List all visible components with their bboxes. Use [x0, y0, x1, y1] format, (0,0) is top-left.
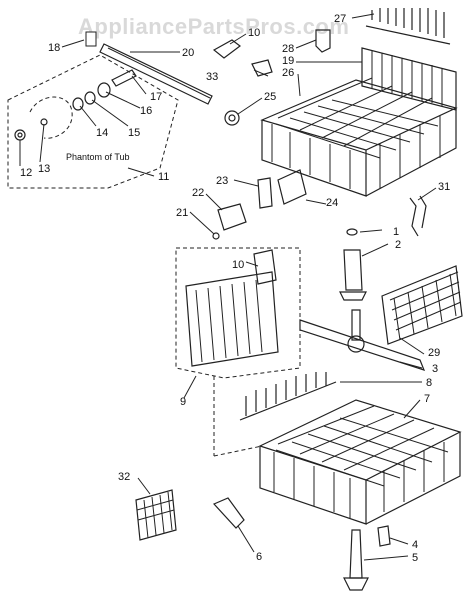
- hose-phantom: [29, 96, 73, 139]
- callout-3: 3: [432, 363, 438, 375]
- part-18: [85, 31, 97, 47]
- callout-6: 6: [256, 551, 262, 563]
- part-32-basket: [135, 489, 177, 541]
- part-28: [315, 29, 331, 53]
- part-20: [99, 43, 213, 105]
- part-27-tines: [365, 8, 451, 45]
- part-17: [111, 69, 137, 87]
- part-5: [349, 529, 363, 579]
- part-4: [377, 525, 391, 547]
- part-1: [346, 228, 358, 236]
- callout-21: 21: [176, 207, 188, 219]
- callout-13: 13: [38, 163, 50, 175]
- part-7-lower-rack: [258, 399, 462, 525]
- callout-1: 1: [393, 226, 399, 238]
- callout-10-basket: 10: [232, 259, 244, 271]
- part-10-top: [212, 39, 241, 59]
- part-33: [251, 59, 273, 77]
- callout-16: 16: [140, 105, 152, 117]
- callout-23: 23: [216, 175, 228, 187]
- callout-29: 29: [428, 347, 440, 359]
- part-19-rack: [361, 47, 457, 111]
- part-6: [212, 497, 245, 529]
- callout-18: 18: [48, 42, 60, 54]
- part-3: [299, 319, 426, 371]
- part-22: [217, 203, 247, 231]
- callout-14: 14: [96, 127, 108, 139]
- callout-2: 2: [395, 239, 401, 251]
- callout-24: 24: [326, 197, 338, 209]
- part-12: [14, 129, 26, 141]
- callout-25: 25: [264, 91, 276, 103]
- callout-8: 8: [426, 377, 432, 389]
- callout-26: 26: [282, 67, 294, 79]
- part-24: [277, 169, 307, 205]
- part-25: [224, 110, 240, 126]
- callout-12: 12: [20, 167, 32, 179]
- tub-label: Phantom of Tub: [66, 152, 130, 162]
- tub-phantom-outline: [7, 54, 179, 189]
- callout-20: 20: [182, 47, 194, 59]
- callouts: 1 2 3 4 5 6 7 8 9 10 10 11 12 13 14 15 1…: [20, 13, 450, 564]
- callout-19: 19: [282, 55, 294, 67]
- callout-15: 15: [128, 127, 140, 139]
- callout-28: 28: [282, 43, 294, 55]
- callout-10-top: 10: [248, 27, 260, 39]
- callout-27: 27: [334, 13, 346, 25]
- part-21: [212, 232, 220, 240]
- part-2: [343, 249, 363, 291]
- callout-7: 7: [424, 393, 430, 405]
- leader-lines: [19, 13, 437, 561]
- part-15: [84, 91, 96, 105]
- callout-4: 4: [412, 539, 418, 551]
- part-16: [97, 82, 111, 98]
- part-26-upper-rack: [260, 77, 458, 197]
- callout-17: 17: [150, 91, 162, 103]
- callout-33: 33: [206, 71, 218, 83]
- callout-22: 22: [192, 187, 204, 199]
- callout-11: 11: [158, 171, 169, 183]
- callout-32: 32: [118, 471, 130, 483]
- watermark: AppliancePartsPros.com: [78, 14, 349, 39]
- part-29-basket: [381, 265, 463, 345]
- part-23: [257, 177, 273, 209]
- callout-5: 5: [412, 552, 418, 564]
- part-14: [72, 97, 84, 111]
- part-8-tines: [239, 372, 337, 421]
- part-9-basket: [185, 271, 279, 367]
- part-9-assembly: [175, 247, 301, 379]
- part-31: [409, 195, 427, 237]
- callout-9: 9: [180, 396, 186, 408]
- callout-31: 31: [438, 181, 450, 193]
- part-9-outline: [175, 247, 301, 379]
- part-10-basket-lid: [253, 249, 277, 285]
